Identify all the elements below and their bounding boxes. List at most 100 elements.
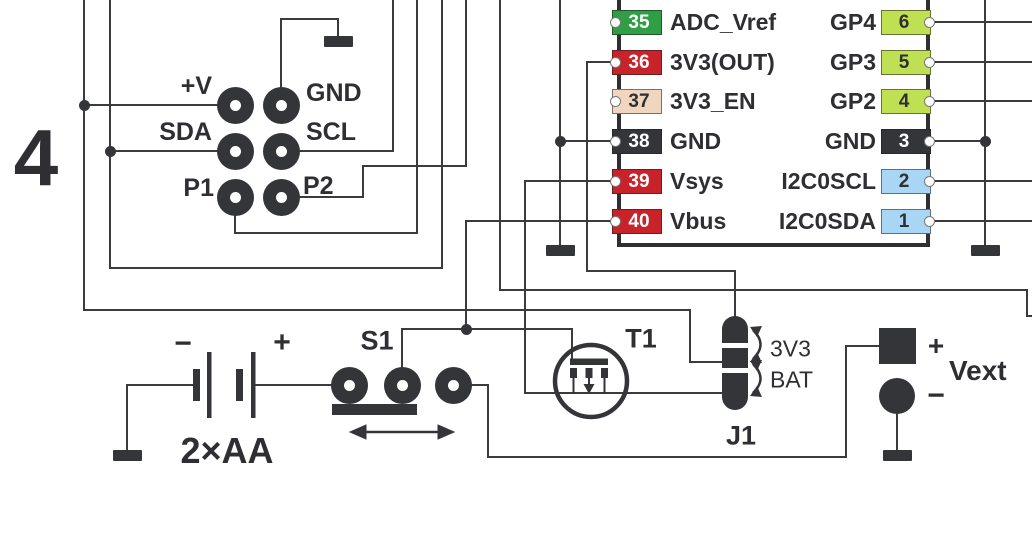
wire-segment — [441, 0, 443, 269]
jumper-bat-label: BAT — [770, 366, 814, 393]
junction-dot — [78, 99, 90, 111]
pin-notch — [610, 95, 621, 107]
transistor-symbol — [552, 342, 630, 420]
pin-number: 5 — [898, 51, 910, 73]
switch-pad-hole — [396, 379, 408, 391]
header-pad — [262, 132, 300, 170]
header-label-P1: P1 — [183, 174, 214, 202]
pin-number: 38 — [628, 130, 650, 152]
vext-positive-pad — [879, 328, 916, 364]
wire-segment — [465, 220, 467, 330]
wire-segment — [401, 328, 403, 369]
wire-segment — [930, 61, 1032, 63]
wire-segment — [416, 0, 418, 234]
pin-notch — [924, 95, 935, 107]
pin-number: 40 — [628, 210, 650, 232]
wire-segment — [845, 345, 847, 458]
ground-symbol — [970, 245, 1000, 256]
ground-symbol — [545, 245, 575, 256]
vext-label: Vext — [949, 355, 1007, 386]
header-label-SDA: SDA — [159, 118, 212, 146]
pin-notch — [924, 175, 935, 187]
wire-segment — [465, 220, 613, 222]
wire-segment — [930, 140, 986, 142]
pin-notch — [924, 135, 935, 147]
wire-segment — [559, 0, 561, 247]
header-pad-hole — [275, 99, 287, 111]
wire-segment — [83, 104, 219, 106]
pico-chip-body — [617, 0, 930, 247]
wire-segment — [524, 392, 723, 394]
chip-pin-pad-38 — [612, 128, 662, 154]
wire-segment — [930, 220, 1032, 222]
wire-segment — [487, 384, 489, 458]
header-pad-hole — [229, 191, 241, 203]
jumper-3v3-label: 3V3 — [770, 335, 811, 362]
pin-label-right: GND — [824, 127, 876, 154]
battery-symbol — [193, 352, 256, 418]
wire-segment — [469, 384, 489, 386]
wire-segment — [571, 328, 573, 361]
wire-segment — [83, 0, 85, 311]
pin-number: 39 — [628, 170, 650, 192]
pin-label-left: ADC_Vref — [670, 8, 777, 35]
wire-segment — [1026, 315, 1032, 317]
pin-label-left: Vsys — [670, 167, 724, 194]
wire-segment — [392, 0, 394, 152]
jumper-pad-bat — [722, 373, 748, 410]
figure-number: 4 — [13, 113, 59, 202]
wire-segment — [689, 361, 723, 363]
wire-segment — [83, 309, 691, 311]
wire-segment — [280, 18, 339, 20]
switch-pad — [330, 366, 368, 404]
vext-negative-pad — [879, 378, 915, 414]
pin-number: 2 — [898, 170, 910, 192]
wire-segment — [337, 18, 339, 38]
pin-label-left: 3V3(OUT) — [670, 48, 775, 75]
wire-segment — [524, 180, 613, 182]
pin-number: 1 — [898, 210, 910, 232]
wire-segment — [930, 180, 1032, 182]
pin-label-left: 3V3_EN — [670, 87, 756, 114]
chip-pin-pad-5 — [881, 49, 931, 75]
wire-segment — [930, 21, 1032, 23]
pin-label-right: GP2 — [829, 87, 876, 114]
switch-pad-hole — [447, 379, 459, 391]
jumper-pad-3v3 — [722, 316, 748, 343]
pin-notch — [924, 16, 935, 28]
wire-segment — [734, 270, 736, 318]
wire-segment — [126, 384, 195, 386]
wire-segment — [586, 61, 613, 63]
switch-slide-arrow — [348, 424, 456, 440]
wire-segment — [109, 0, 111, 269]
vext-plus-label: + — [927, 330, 945, 361]
header-pad-hole — [275, 191, 287, 203]
pin-number: 4 — [898, 90, 910, 112]
switch-pad-hole — [343, 379, 355, 391]
header-label-GND: GND — [306, 79, 362, 107]
header-label-SCL: SCL — [306, 118, 356, 146]
header-pad-hole — [229, 99, 241, 111]
header-pad — [262, 86, 300, 124]
wire-segment — [689, 309, 691, 363]
pin-notch — [610, 56, 621, 68]
wire-segment — [845, 345, 880, 347]
jumper-pad-common — [722, 348, 748, 368]
switch-label: S1 — [360, 325, 394, 356]
wire-segment — [465, 0, 467, 167]
header-label-V: +V — [180, 72, 212, 100]
wire-segment — [499, 0, 501, 291]
header-pad — [216, 132, 254, 170]
battery-plus-label: + — [273, 326, 291, 359]
wire-segment — [930, 100, 1032, 102]
wire-segment — [559, 140, 613, 142]
pin-number: 6 — [898, 11, 910, 33]
wire-segment — [499, 289, 1028, 291]
pin-label-right: GP3 — [829, 48, 876, 75]
pin-number: 3 — [898, 130, 910, 152]
wire-segment — [109, 150, 219, 152]
header-pad — [262, 178, 300, 216]
junction-dot — [554, 135, 566, 147]
header-label-P2: P2 — [303, 172, 334, 200]
pin-number: 36 — [628, 51, 650, 73]
